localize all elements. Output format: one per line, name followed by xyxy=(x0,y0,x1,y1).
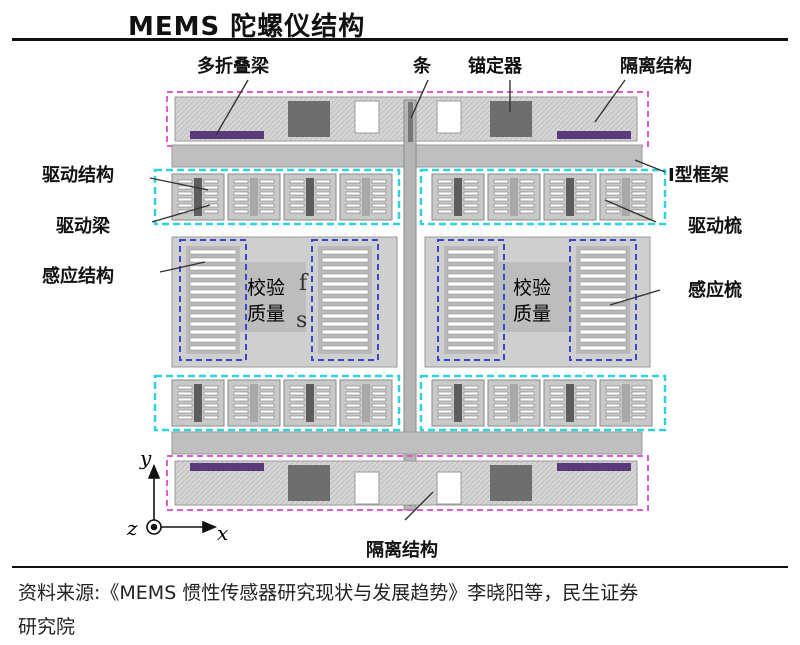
sense-outline xyxy=(569,239,637,361)
label-drive-comb: 驱动梳 xyxy=(688,216,742,237)
proof-mass-left-line1: 校验 xyxy=(247,277,285,299)
drive-structure-bottom xyxy=(171,379,653,427)
ghost-label-f: f xyxy=(299,271,309,296)
axis-y-label: y xyxy=(139,446,152,470)
drive-comb-cell xyxy=(487,379,541,427)
drive-outline xyxy=(153,168,401,226)
multi-fold-beam-bar xyxy=(190,131,264,139)
drive-comb-cell xyxy=(171,173,225,221)
drive-comb-cell xyxy=(283,173,337,221)
drive-comb-cell xyxy=(543,173,597,221)
anchor-block xyxy=(288,101,330,137)
drive-outline xyxy=(153,374,401,432)
anchor-block xyxy=(490,465,532,501)
label-sense-comb: 感应梳 xyxy=(688,280,742,301)
label-isolation-top: 隔离结构 xyxy=(620,56,692,77)
drive-comb-cell xyxy=(227,379,281,427)
label-strip: 条 xyxy=(413,56,431,77)
axis-z-label: z xyxy=(126,516,138,540)
label-anchor: 锚定器 xyxy=(468,56,522,77)
drive-comb-cell xyxy=(599,173,653,221)
leader-lines xyxy=(149,79,666,521)
proof-mass-left-line2: 质量 xyxy=(247,303,285,325)
sense-comb xyxy=(444,246,498,354)
axis-x-label: x xyxy=(217,521,228,545)
anchor-block xyxy=(490,101,532,137)
coordinate-axes xyxy=(146,463,218,535)
drive-comb-cell xyxy=(171,379,225,427)
drive-structure-top xyxy=(171,173,653,221)
source-rule xyxy=(12,566,788,568)
sense-comb xyxy=(186,246,240,354)
label-sense-structure: 感应结构 xyxy=(42,266,114,287)
drive-comb-cell xyxy=(431,173,485,221)
label-multi-fold-beam: 多折叠梁 xyxy=(197,56,269,77)
drive-comb-cell xyxy=(339,379,393,427)
drive-comb-cell xyxy=(431,379,485,427)
label-isolation-bottom: 隔离结构 xyxy=(366,540,438,561)
multi-fold-beam-bar xyxy=(190,463,264,471)
isolation-outline xyxy=(166,455,649,511)
sense-outline xyxy=(437,239,505,361)
drive-outline xyxy=(419,374,667,432)
label-drive-beam: 驱动梁 xyxy=(56,216,110,237)
label-drive-structure: 驱动结构 xyxy=(42,165,114,186)
multi-fold-beam-bar xyxy=(557,463,631,471)
source-line-2: 研究院 xyxy=(18,616,76,638)
drive-comb-cell xyxy=(543,379,597,427)
drive-comb-cell xyxy=(283,379,337,427)
title-rule xyxy=(12,38,788,41)
multi-fold-beam-bar xyxy=(557,131,631,139)
ghost-label-s: s xyxy=(296,308,307,333)
proof-mass-right xyxy=(496,262,572,332)
drive-comb-cell xyxy=(487,173,541,221)
proof-mass-left xyxy=(230,262,306,332)
sense-comb xyxy=(318,246,372,354)
label-i-frame: I型框架 xyxy=(668,165,729,186)
drive-outline xyxy=(419,168,667,226)
source-line-1: 资料来源:《MEMS 惯性传感器研究现状与发展趋势》李晓阳等，民生证券 xyxy=(18,582,639,604)
sense-outline xyxy=(311,239,379,361)
sense-comb xyxy=(576,246,630,354)
i-frame-bottom-bar xyxy=(171,431,643,455)
drive-comb-cell xyxy=(227,173,281,221)
proof-mass-right-line1: 校验 xyxy=(513,277,551,299)
proof-mass-right-line2: 质量 xyxy=(513,303,551,325)
drive-comb-cell xyxy=(599,379,653,427)
anchor-block xyxy=(288,465,330,501)
sense-outline xyxy=(179,239,247,361)
page-title: MEMS 陀螺仪结构 xyxy=(128,12,366,42)
drive-comb-cell xyxy=(339,173,393,221)
bottom-isolation-band xyxy=(166,455,649,511)
